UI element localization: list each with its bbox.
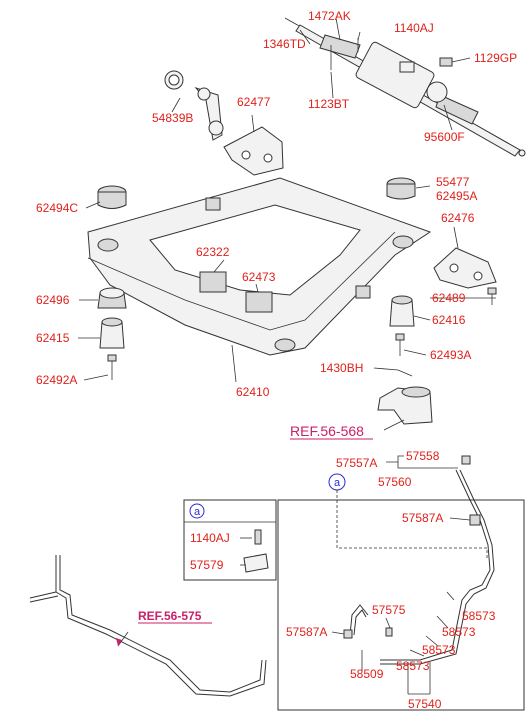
bracket-62476 <box>433 247 497 289</box>
hose-lines <box>343 455 495 695</box>
rack-boot-left <box>319 34 361 59</box>
label-62492a: 62492A <box>36 373 77 387</box>
label-62477: 62477 <box>237 95 271 109</box>
label-57560: 57560 <box>378 475 412 489</box>
inset-box-a <box>183 499 277 581</box>
label-57587a-left: 57587A <box>286 625 327 639</box>
label-62493a: 62493A <box>430 348 471 362</box>
crossmember-62410 <box>87 177 432 356</box>
tie-rod-end <box>518 149 526 157</box>
left-mounts <box>97 185 127 380</box>
label-1123bt: 1123BT <box>308 97 350 111</box>
label-62410: 62410 <box>236 385 270 399</box>
rack-bracket <box>399 61 415 73</box>
label-62473: 62473 <box>242 270 276 284</box>
rack-pinion <box>426 81 448 103</box>
inset-callout-a: a <box>194 506 201 518</box>
label-1472ak: 1472AK <box>308 9 351 23</box>
right-mounts <box>386 177 497 356</box>
label-55477: 55477 <box>436 175 470 189</box>
label-57575: 57575 <box>372 603 406 617</box>
steering-rack-assembly <box>284 17 526 157</box>
label-inset-1140aj: 1140AJ <box>190 531 230 545</box>
long-hose-ref-56-575 <box>29 555 267 697</box>
labels-bottom: 57557A 57558 57560 a 57587A a 1140AJ 575… <box>138 449 496 711</box>
label-62476: 62476 <box>441 211 475 225</box>
label-1129gp: 1129GP <box>474 51 517 65</box>
bracket-62477 <box>223 126 284 176</box>
label-54839b: 54839B <box>152 111 193 125</box>
label-62495a: 62495A <box>436 189 477 203</box>
label-58573-3: 58573 <box>422 643 456 657</box>
label-62494c: 62494C <box>36 201 78 215</box>
label-57558: 57558 <box>406 449 440 463</box>
rack-housing <box>355 41 435 109</box>
ref-56-568-part <box>377 369 433 425</box>
label-95600f: 95600F <box>424 130 465 144</box>
label-58573-1: 58573 <box>462 609 496 623</box>
label-62489: 62489 <box>432 291 466 305</box>
label-1140aj-top: 1140AJ <box>394 21 434 35</box>
label-57540: 57540 <box>408 697 442 711</box>
mount-62473 <box>245 291 273 313</box>
label-57587a-right: 57587A <box>402 511 443 525</box>
label-62322: 62322 <box>196 245 230 259</box>
label-62416: 62416 <box>432 313 466 327</box>
label-ref-56-575: REF.56-575 <box>138 609 202 623</box>
leader-lines <box>78 17 496 431</box>
label-inset-57579: 57579 <box>190 558 224 572</box>
main-box <box>277 473 525 711</box>
label-1430bh: 1430BH <box>320 361 363 375</box>
rack-boot-right <box>435 94 479 125</box>
label-62415: 62415 <box>36 331 70 345</box>
stabilizer-parts <box>164 70 284 176</box>
label-58509: 58509 <box>350 667 384 681</box>
label-1346td: 1346TD <box>263 37 306 51</box>
label-58573-2: 58573 <box>442 625 476 639</box>
label-ref-56-568: REF.56-568 <box>290 423 364 439</box>
callout-a: a <box>334 477 341 489</box>
label-58573-4: 58573 <box>396 659 430 673</box>
label-62496: 62496 <box>36 293 70 307</box>
bolt-1129gp <box>439 57 453 67</box>
mount-62322 <box>199 271 227 293</box>
labels-top: 1472AK 1346TD 1140AJ 1129GP 1123BT 95600… <box>36 9 517 440</box>
label-57557a: 57557A <box>336 456 377 470</box>
